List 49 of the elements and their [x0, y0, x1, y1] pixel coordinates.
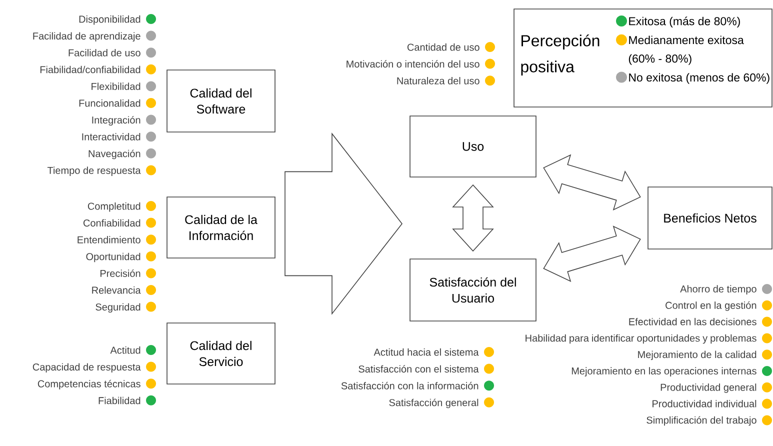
list-item: Actitud — [110, 346, 140, 354]
list-item: Simplificación del trabajo — [646, 416, 756, 426]
list-item: Facilidad de uso — [68, 49, 140, 56]
list-item: Naturaleza del uso — [397, 77, 480, 84]
process-box: Uso — [410, 116, 536, 178]
list-item: Habilidad para identificar oportunidades y problemas — [526, 334, 756, 344]
list-item: Productividad general — [660, 384, 756, 393]
list-item: Capacidad de respuesta — [32, 363, 141, 373]
process-box: Calidad de la Información — [166, 196, 276, 258]
list-item: Fiabilidad — [98, 396, 140, 404]
legend-text: No exitosa (menos de 60%) — [629, 73, 770, 84]
list-item: Flexibilidad — [92, 82, 140, 90]
list-item: Control en la gestión — [666, 301, 756, 311]
list-item: Tiempo de respuesta — [47, 166, 141, 176]
double-block-arrow — [543, 226, 641, 282]
list-item: Satisfacción general — [389, 398, 478, 408]
list-item: Efectividad en las decisiones — [629, 318, 756, 326]
list-item: Relevancia — [92, 286, 141, 294]
list-item: Disponibilidad — [79, 15, 140, 25]
list-item: Satisfacción con el sistema — [358, 365, 479, 373]
list-item: Cantidad de uso — [407, 43, 480, 51]
list-item: Precisión — [100, 270, 140, 277]
legend-text: Exitosa (más de 80%) — [629, 16, 740, 28]
list-item: Oportunidad — [86, 252, 140, 262]
list-item: Confiabilidad — [84, 219, 140, 227]
list-item: Interactividad — [82, 133, 140, 140]
list-item: Satisfacción con la información — [341, 382, 478, 390]
list-item: Fiabilidad/confiabilidad — [40, 66, 140, 74]
list-item: Productividad individual — [652, 400, 756, 408]
list-item: Seguridad — [96, 303, 140, 313]
legend-title: Percepción positiva — [521, 34, 600, 76]
list-item: Funcionalidad — [79, 99, 140, 107]
process-box: Satisfacción del Usuario — [410, 258, 536, 322]
list-item: Entendimiento — [78, 236, 140, 244]
list-item: Motivación o intención del uso — [346, 60, 480, 68]
list-item: Mejoramiento de la calidad — [638, 350, 756, 360]
process-box: Calidad del Software — [166, 70, 276, 132]
list-item: Mejoramiento en las operaciones internas — [572, 367, 756, 376]
list-item: Navegación — [88, 150, 140, 160]
list-item: Ahorro de tiempo — [680, 285, 756, 294]
list-item: Competencias técnicas — [38, 380, 140, 390]
process-box: Beneficios Netos — [648, 186, 772, 250]
list-item: Facilidad de aprendizaje — [33, 32, 140, 42]
block-arrow — [284, 132, 403, 315]
list-item: Actitud hacia el sistema — [374, 348, 479, 356]
list-item: Completitud — [88, 202, 140, 212]
process-box: Calidad del Servicio — [166, 322, 276, 384]
list-item: Integración — [92, 116, 140, 126]
legend-text: Medianamente exitosa (60% - 80%) — [628, 36, 744, 65]
